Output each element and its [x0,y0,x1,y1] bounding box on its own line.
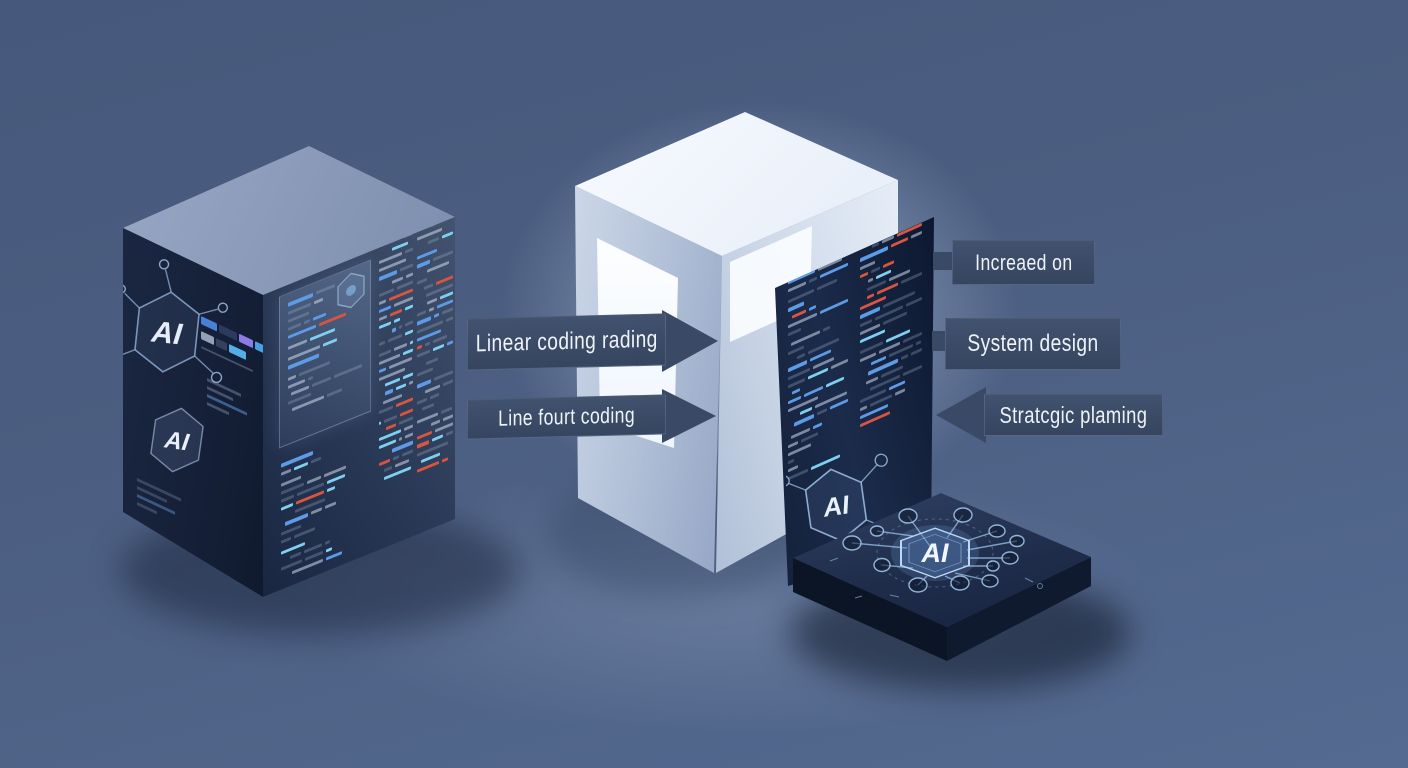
network-scatter-marks [829,557,1043,599]
label-text: Linear coding rading [475,325,658,358]
ai-badge-text: AI [149,315,184,351]
code-window-panel [279,259,371,449]
network-hub: AI [891,525,979,581]
left-box-left-face: AI AI [123,228,263,597]
label-text: Stratcgic plaming [999,401,1148,428]
code-column [379,217,414,487]
left-face-footer-code [137,478,181,515]
code-column [417,217,453,478]
ai-badge-text-small: AI [162,426,192,456]
network-ring [876,518,994,588]
label-text: System design [967,330,1099,357]
label-linear-coding: Linear coding rading [467,313,666,371]
left-face-micro-code [207,378,247,416]
left-box-code-area [263,217,455,597]
label-increaed-on: Increaed on [952,240,1095,285]
label-connector-tab [932,331,947,351]
label-text: Line fourt coding [498,402,635,431]
panel-ai-text: AI [820,489,852,523]
window-hexagon-icon [337,272,365,309]
label-connector-tab [933,252,954,270]
ai-hexagon-badge-small: AI [150,407,204,473]
network-nodes [842,507,1025,593]
hub-ai-text: AI [921,538,949,568]
ai-network-diagram: AI [829,507,1043,599]
left-face-graphics: AI AI [123,259,247,515]
label-text: Increaed on [974,249,1073,275]
label-system-design: System design [945,318,1121,370]
ai-hexagon-badge: AI [123,259,229,384]
label-line-fourt-coding: Line fourt coding [467,394,666,440]
label-strategic-planning: Stratcgic plaming [984,394,1163,436]
